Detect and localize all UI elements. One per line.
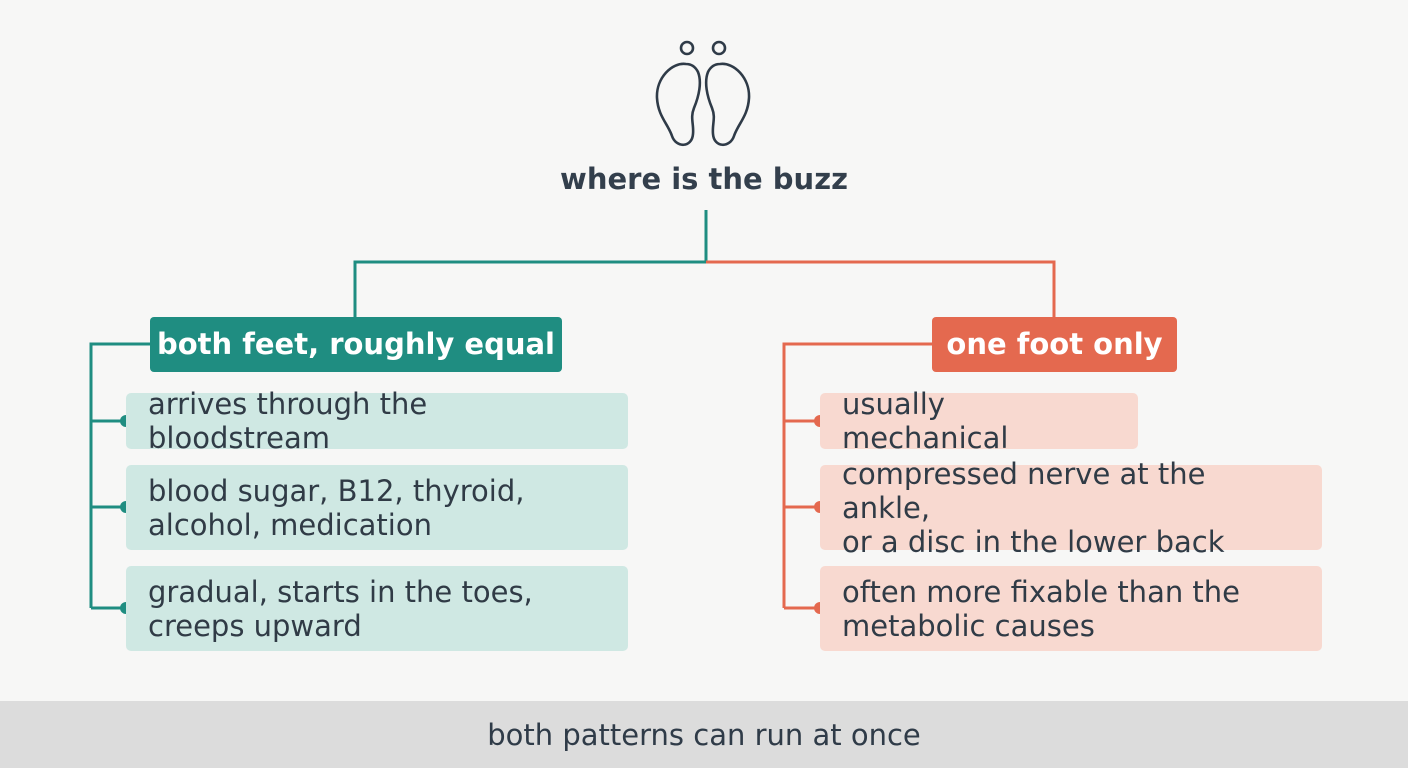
feet-icon (655, 40, 751, 147)
footer-text: both patterns can run at once (487, 717, 921, 752)
right-item-mechanical: usually mechanical (820, 387, 1138, 455)
right-item-fixable: often more fixable than the metabolic ca… (820, 566, 1322, 651)
left-item-causes: blood sugar, B12, thyroid, alcohol, medi… (126, 465, 628, 550)
diagram-title: where is the buzz (560, 162, 848, 196)
footer-bar: both patterns can run at once (0, 701, 1408, 768)
left-item-bloodstream: arrives through the bloodstream (126, 387, 628, 455)
branch-header-one-foot: one foot only (932, 317, 1177, 372)
branch-header-both-feet: both feet, roughly equal (150, 317, 562, 372)
right-item-compressed-nerve: compressed nerve at the ankle, or a disc… (820, 457, 1322, 559)
left-item-onset: gradual, starts in the toes, creeps upwa… (126, 566, 628, 651)
